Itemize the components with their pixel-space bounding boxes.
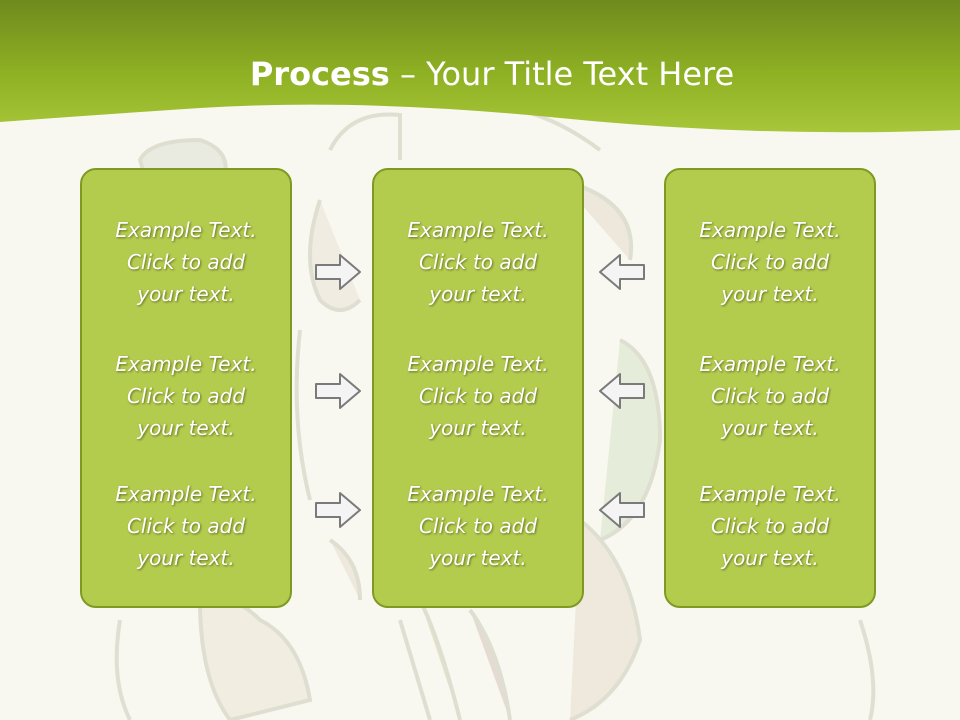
text-line: your text. [137, 282, 235, 306]
text-line: Example Text. [699, 218, 841, 242]
text-line: your text. [721, 546, 819, 570]
text-line: Example Text. [115, 352, 257, 376]
text-line: Click to add [710, 514, 830, 538]
text-line: Example Text. [407, 218, 549, 242]
arrow-left-icon [599, 373, 645, 409]
text-line: Click to add [710, 250, 830, 274]
panel-text[interactable]: Example Text. Click to add your text. [666, 478, 874, 574]
title-bold: Process [249, 55, 390, 93]
text-line: Example Text. [699, 482, 841, 506]
title-rest: – Your Title Text Here [389, 55, 735, 93]
panel-text[interactable]: Example Text. Click to add your text. [374, 478, 582, 574]
text-line: Example Text. [115, 218, 257, 242]
arrow-left-icon [599, 254, 645, 290]
arrow-right-icon [315, 373, 361, 409]
text-line: Click to add [418, 384, 538, 408]
text-line: your text. [137, 416, 235, 440]
text-line: Example Text. [407, 482, 549, 506]
text-line: Example Text. [115, 482, 257, 506]
text-line: Click to add [126, 514, 246, 538]
panel-text[interactable]: Example Text. Click to add your text. [666, 214, 874, 310]
panel-text[interactable]: Example Text. Click to add your text. [82, 214, 290, 310]
arrow-left-icon [599, 492, 645, 528]
panel-text[interactable]: Example Text. Click to add your text. [82, 478, 290, 574]
text-line: your text. [721, 282, 819, 306]
panel-text[interactable]: Example Text. Click to add your text. [82, 348, 290, 444]
text-line: Click to add [126, 384, 246, 408]
panel-text[interactable]: Example Text. Click to add your text. [374, 214, 582, 310]
panel-center[interactable]: Example Text. Click to add your text. Ex… [372, 168, 584, 608]
panel-text[interactable]: Example Text. Click to add your text. [374, 348, 582, 444]
text-line: your text. [429, 546, 527, 570]
text-line: your text. [721, 416, 819, 440]
text-line: Click to add [418, 514, 538, 538]
panel-left[interactable]: Example Text. Click to add your text. Ex… [80, 168, 292, 608]
header-band [0, 0, 960, 133]
text-line: Click to add [710, 384, 830, 408]
arrow-right-icon [315, 254, 361, 290]
text-line: Click to add [126, 250, 246, 274]
panel-right[interactable]: Example Text. Click to add your text. Ex… [664, 168, 876, 608]
text-line: your text. [429, 282, 527, 306]
text-line: Click to add [418, 250, 538, 274]
arrow-right-icon [315, 492, 361, 528]
panel-text[interactable]: Example Text. Click to add your text. [666, 348, 874, 444]
text-line: your text. [137, 546, 235, 570]
text-line: Example Text. [407, 352, 549, 376]
text-line: Example Text. [699, 352, 841, 376]
slide-title[interactable]: Process – Your Title Text Here [0, 50, 960, 98]
text-line: your text. [429, 416, 527, 440]
